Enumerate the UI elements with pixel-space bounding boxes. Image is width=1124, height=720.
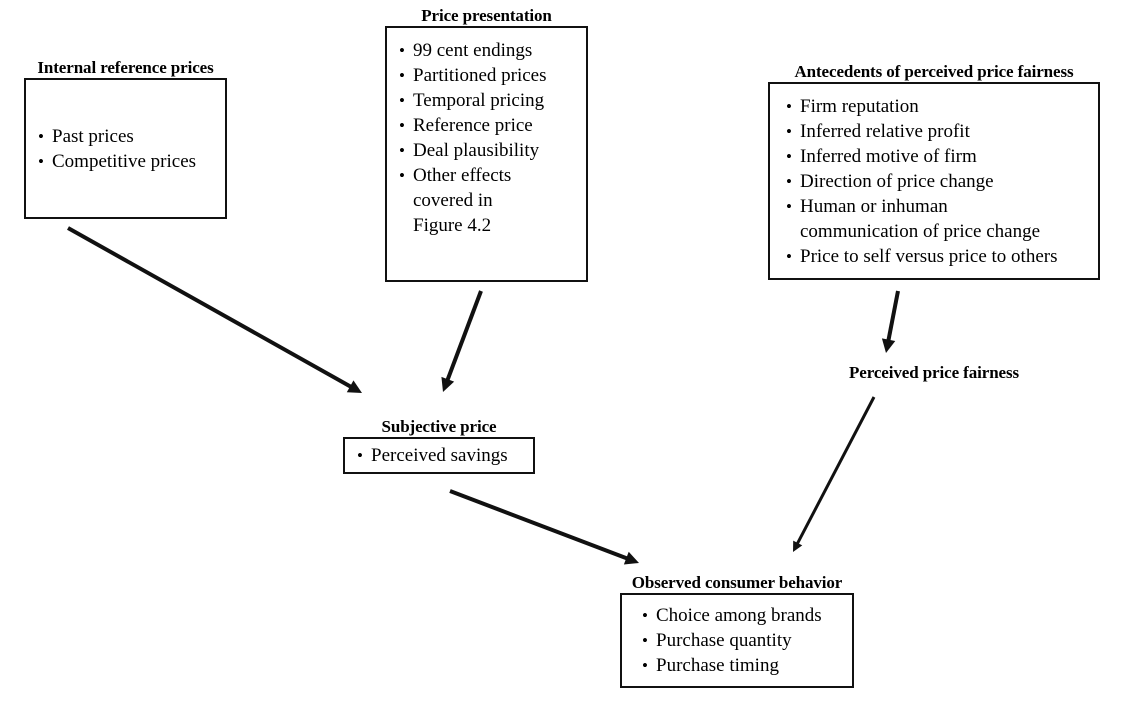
node-title-antecedents: Antecedents of perceived price fairness (794, 62, 1074, 81)
node-antecedents-of-perceived-price-fairness: Antecedents of perceived price fairness … (768, 62, 1100, 280)
list-item: Temporal pricing (393, 88, 580, 113)
list-item: Direction of price change (780, 169, 1088, 194)
bullet-list-observed-consumer-behavior: Choice among brandsPurchase quantityPurc… (636, 603, 838, 678)
list-item: Price to self versus price to others (780, 244, 1088, 269)
price-presentation-to-subjective-price-arrow (441, 290, 483, 392)
node-subjective-price: Subjective price Perceived savings (343, 417, 535, 474)
bullet-list-subjective-price: Perceived savings (351, 443, 527, 468)
node-box-antecedents: Firm reputationInferred relative profitI… (768, 82, 1100, 280)
list-item: Partitioned prices (393, 63, 580, 88)
node-box-internal-reference-prices: Past pricesCompetitive prices (24, 78, 227, 219)
perceived-price-fairness-to-observed-consumer-behavior-arrow (793, 396, 876, 552)
node-perceived-price-fairness: Perceived price fairness (768, 363, 1100, 383)
list-item: Purchase timing (636, 653, 838, 678)
node-title-internal-reference-prices: Internal reference prices (37, 58, 214, 77)
node-price-presentation: Price presentation 99 cent endingsPartit… (385, 6, 588, 282)
node-box-price-presentation: 99 cent endingsPartitioned pricesTempora… (385, 26, 588, 282)
node-observed-consumer-behavior: Observed consumer behavior Choice among … (620, 573, 854, 688)
list-item: Inferred relative profit (780, 119, 1088, 144)
bullet-list-price-presentation: 99 cent endingsPartitioned pricesTempora… (393, 38, 580, 238)
subjective-price-to-observed-consumer-behavior-arrow (449, 489, 639, 565)
list-item: Purchase quantity (636, 628, 838, 653)
antecedents-to-perceived-price-fairness-arrow (881, 290, 900, 353)
bullet-list-internal-reference-prices: Past pricesCompetitive prices (32, 124, 219, 174)
node-internal-reference-prices: Internal reference prices Past pricesCom… (24, 58, 227, 219)
list-item: Human or inhuman communication of price … (780, 194, 1088, 244)
list-item: Perceived savings (351, 443, 527, 468)
list-item: Firm reputation (780, 94, 1088, 119)
node-title-perceived-price-fairness: Perceived price fairness (848, 363, 1020, 382)
bullet-list-antecedents: Firm reputationInferred relative profitI… (780, 94, 1088, 269)
node-title-observed-consumer-behavior: Observed consumer behavior (631, 573, 843, 592)
list-item: Deal plausibility (393, 138, 580, 163)
list-item: Competitive prices (32, 149, 219, 174)
list-item: Other effects covered in Figure 4.2 (393, 163, 580, 238)
internal-reference-prices-to-subjective-price-arrow (67, 226, 362, 393)
list-item: Reference price (393, 113, 580, 138)
list-item: Choice among brands (636, 603, 838, 628)
list-item: Inferred motive of firm (780, 144, 1088, 169)
list-item: Past prices (32, 124, 219, 149)
node-box-subjective-price: Perceived savings (343, 437, 535, 474)
list-item: 99 cent endings (393, 38, 580, 63)
node-box-observed-consumer-behavior: Choice among brandsPurchase quantityPurc… (620, 593, 854, 688)
node-title-price-presentation: Price presentation (421, 6, 552, 25)
node-title-subjective-price: Subjective price (381, 417, 497, 436)
